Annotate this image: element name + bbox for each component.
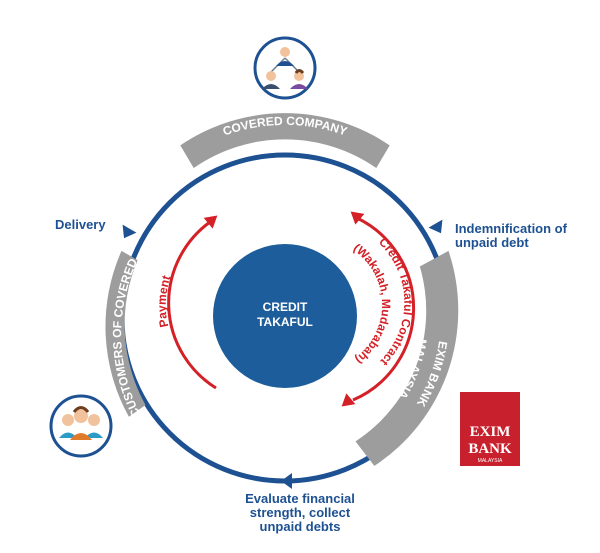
contract-arrowhead-bottom: [341, 393, 356, 407]
center-label-line2: TAKAFUL: [257, 315, 313, 329]
segment-customers: [105, 250, 146, 417]
contract-label-line2: (Wakalah, Mudarabah): [351, 241, 393, 367]
ring-arrowhead-bottom: [281, 473, 292, 489]
payment-arrowhead: [203, 215, 218, 229]
indemnification-label: Indemnification of unpaid debt: [455, 221, 567, 250]
segment-exim-bank: [355, 250, 459, 466]
contract-arrowhead-top: [350, 211, 365, 225]
contract-arrow: [352, 216, 416, 402]
payment-label: Payment: [155, 274, 174, 329]
group-icon: [49, 394, 113, 458]
ring-arrowhead-left: [122, 224, 137, 239]
covered-company-line2: (SUPPLIER): [249, 137, 321, 155]
center-label-line1: CREDIT: [263, 300, 308, 314]
people-network-icon: [253, 36, 317, 100]
evaluate-label: Evaluate financial strength, collect unp…: [245, 491, 355, 534]
payment-arrow: [167, 220, 217, 390]
logo-line3: MALAYSIA: [478, 458, 503, 464]
center-circle: [213, 244, 357, 388]
ring-arrowhead-right: [428, 219, 443, 234]
logo-line2: BANK: [468, 441, 512, 457]
segment-covered-company: [180, 113, 390, 168]
exim-bank-logo: EXIM BANK MALAYSIA: [460, 392, 520, 466]
delivery-label: Delivery: [55, 217, 106, 232]
logo-line1: EXIM: [470, 424, 511, 440]
